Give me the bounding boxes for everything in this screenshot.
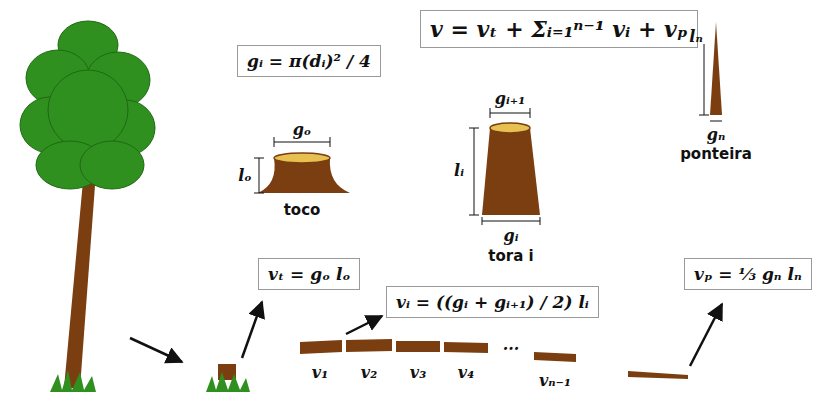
formula-box: vᵢ = ((gᵢ + gᵢ₊₁) / 2) lᵢ <box>386 286 599 318</box>
part-name: ponteira <box>680 145 752 163</box>
formula: v = vₜ + Σᵢ₌₁ⁿ⁻¹ vᵢ + vₚ <box>430 16 688 42</box>
symbol-label: gₙ <box>707 125 726 144</box>
symbol-label: v₃ <box>410 363 426 382</box>
formula: vₜ = gₒ lₒ <box>268 264 350 284</box>
formula-box: v = vₜ + Σᵢ₌₁ⁿ⁻¹ vᵢ + vₚ <box>420 10 698 48</box>
tree <box>20 21 155 392</box>
symbol-label: v₂ <box>361 363 377 382</box>
formula: vᵢ = ((gᵢ + gᵢ₊₁) / 2) lᵢ <box>396 292 589 312</box>
symbol-label: lₒ <box>238 166 252 185</box>
formula: vₚ = ⅓ gₙ lₙ <box>694 264 802 284</box>
small-stump <box>206 364 250 392</box>
part-name: tora i <box>488 247 533 265</box>
stump <box>254 137 350 193</box>
symbol-label: lₙ <box>689 27 702 46</box>
formula-box: vₜ = gₒ lₒ <box>258 258 360 290</box>
symbol-label: gᵢ <box>503 226 518 245</box>
log-pieces <box>300 339 688 379</box>
symbol-label: v₁ <box>312 363 328 382</box>
symbol-label: vₙ₋₁ <box>539 371 571 390</box>
symbol-label: gₒ <box>293 120 312 139</box>
symbol-label: v₄ <box>458 363 474 382</box>
symbol-label: lᵢ <box>454 161 464 180</box>
formula-box: vₚ = ⅓ gₙ lₙ <box>684 258 812 290</box>
part-name: toco <box>284 201 321 219</box>
formula-box: gᵢ = π(dᵢ)² / 4 <box>237 45 381 77</box>
formula: gᵢ = π(dᵢ)² / 4 <box>247 51 371 71</box>
symbol-label: gᵢ₊₁ <box>495 89 525 108</box>
symbol-label: ... <box>503 335 520 354</box>
log <box>469 108 540 225</box>
